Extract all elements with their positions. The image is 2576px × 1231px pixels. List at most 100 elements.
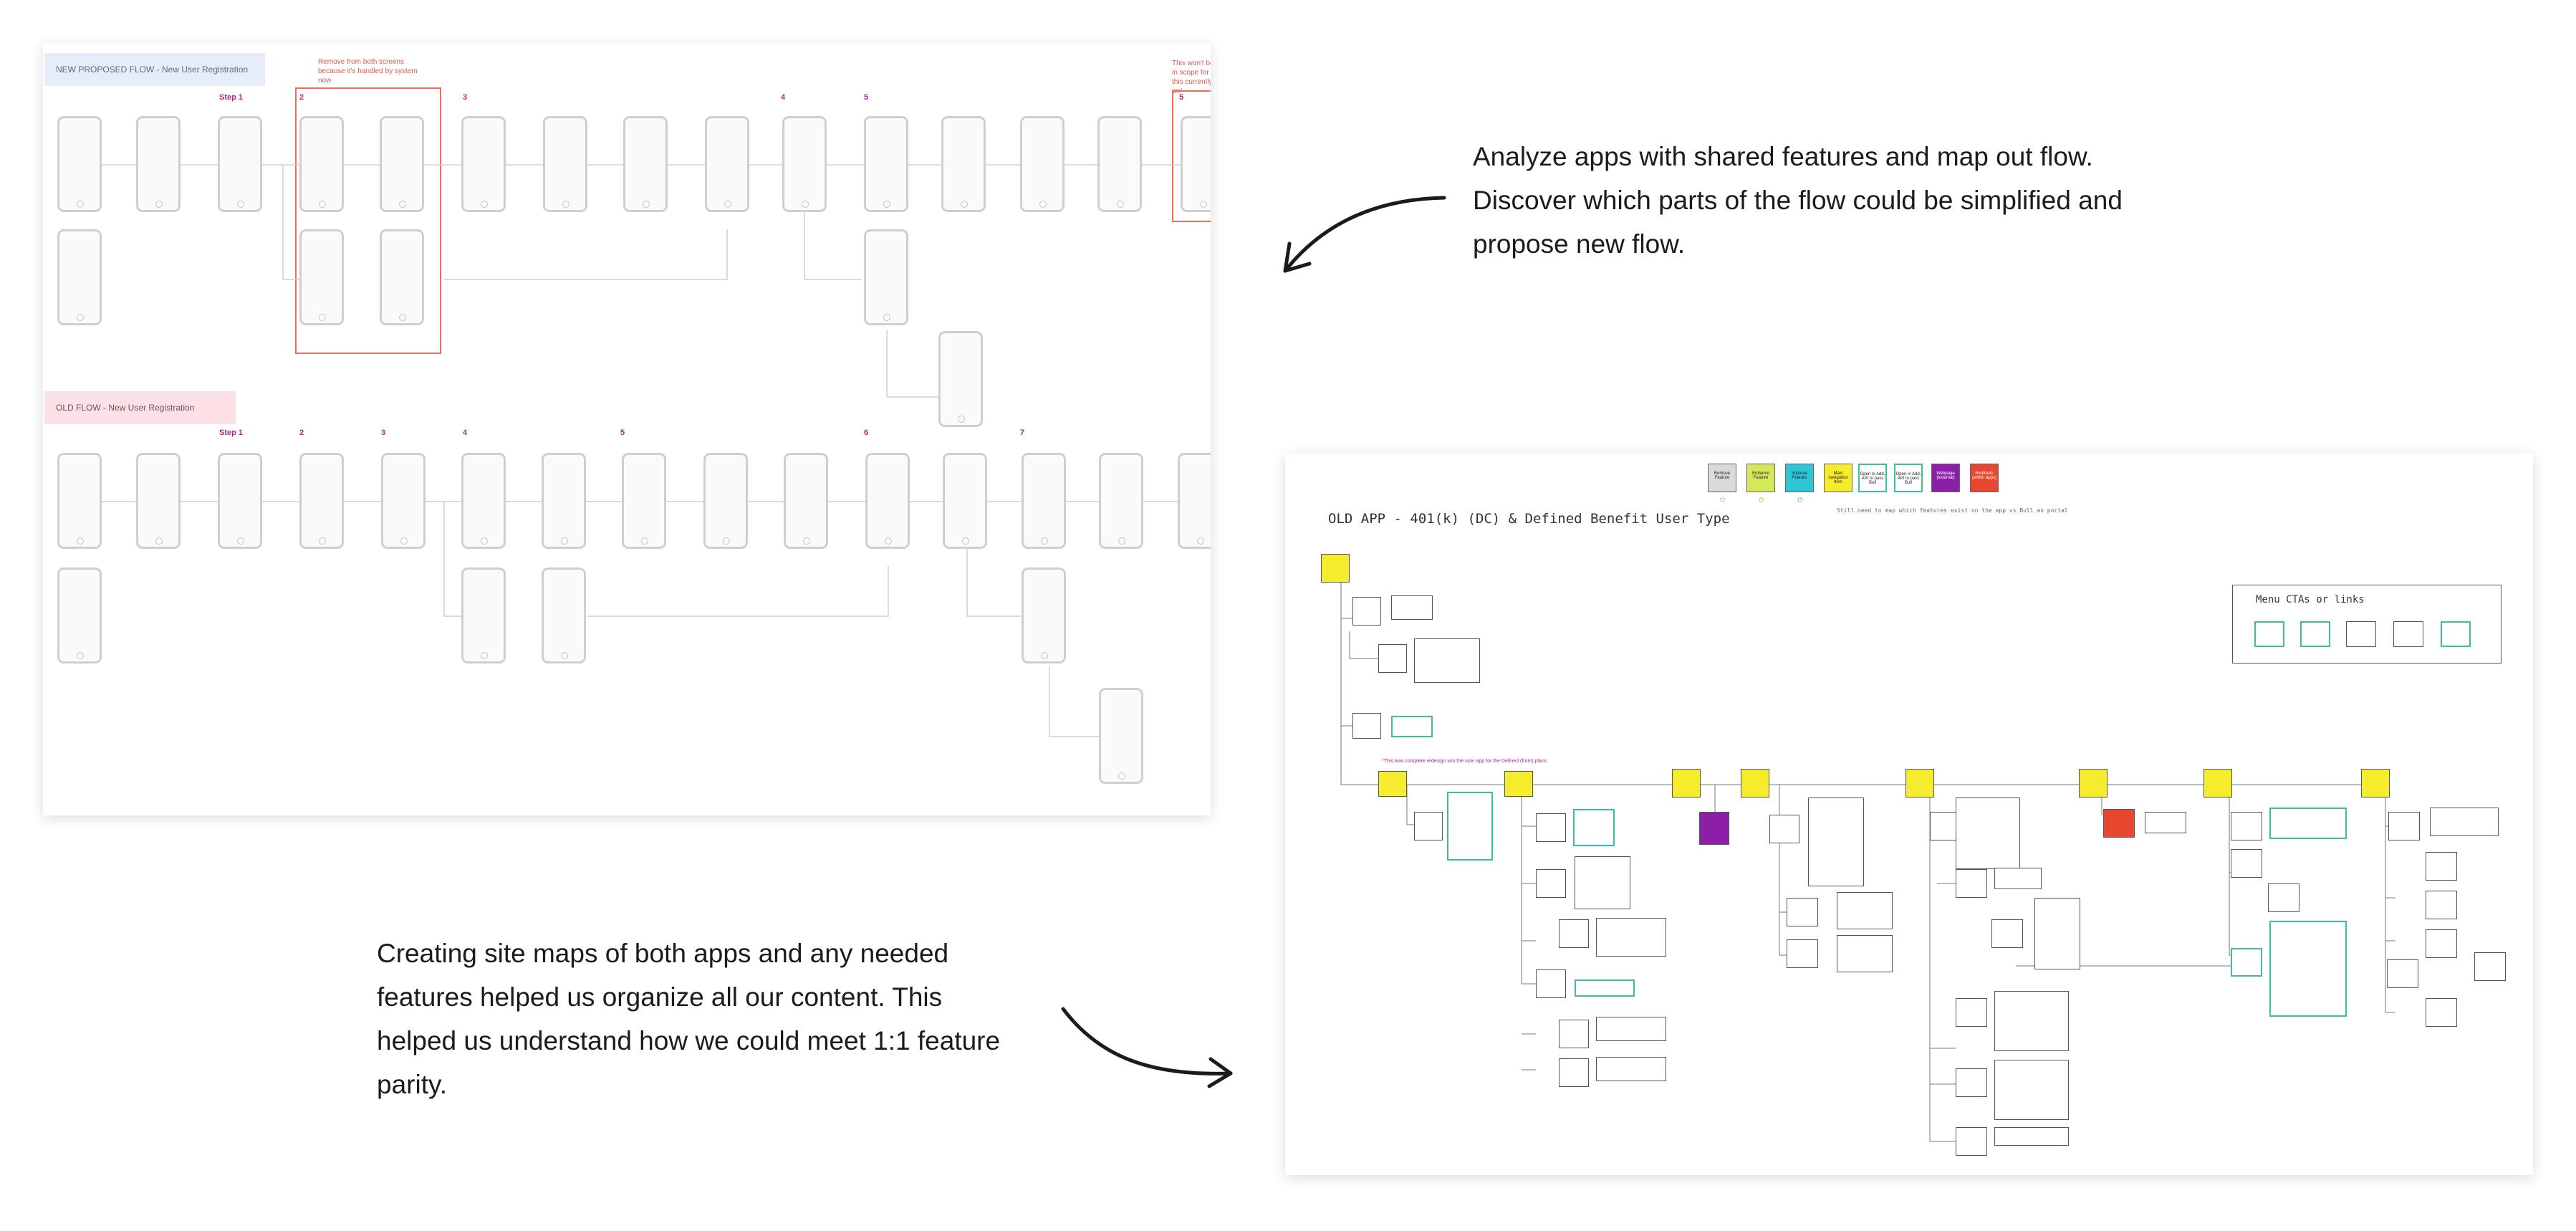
new-step-3: 3	[463, 93, 468, 102]
legend-improve: Improve Feature	[1785, 464, 1814, 492]
sitemap-node	[1352, 597, 1381, 626]
old-step-6: 6	[864, 428, 869, 437]
sitemap-redesign-note: *This was complete redesign w/o the user…	[1382, 759, 1547, 764]
screen-mockup	[1022, 453, 1066, 549]
sitemap-node	[1447, 792, 1493, 861]
sitemap-node	[2388, 812, 2420, 840]
sitemap-node	[1956, 998, 1987, 1027]
sitemap-node	[2231, 849, 2262, 878]
legend-open-api-2: Open in Add, API to pass Bull	[1894, 464, 1923, 492]
sitemap-node-redirect	[2103, 809, 2135, 838]
screen-mockup	[623, 116, 668, 212]
new-step-2: 2	[299, 93, 304, 102]
sitemap-node	[2426, 929, 2457, 958]
legend-redirects: Redirects (within apps)	[1970, 464, 1999, 492]
sitemap-panel: Remove Feature Enhance Feature Improve F…	[1285, 454, 2533, 1175]
sitemap-node	[2034, 898, 2080, 969]
screen-mockup	[1181, 116, 1211, 212]
sitemap-node	[1596, 1017, 1666, 1041]
star-icon: ✩	[1719, 496, 1726, 504]
sitemap-node	[1994, 1060, 2069, 1120]
analysis-note: Analyze apps with shared features and ma…	[1473, 142, 2123, 259]
sitemap-title: OLD APP - 401(k) (DC) & Defined Benefit …	[1328, 511, 1730, 527]
sitemap-node-main	[1321, 554, 1350, 583]
sitemap-node	[2145, 812, 2186, 833]
screen-mockup	[299, 116, 344, 212]
screen-mockup	[1020, 116, 1064, 212]
flow-diagram-panel: NEW PROPOSED FLOW - New User Registratio…	[43, 43, 1211, 815]
sitemap-node	[1559, 1020, 1589, 1048]
star-icon: ✩	[1797, 496, 1804, 504]
screen-mockup	[1097, 116, 1142, 212]
sitemap-node	[2268, 883, 2299, 912]
sitemap-node	[1391, 716, 1433, 737]
sitemap-node	[2269, 808, 2347, 839]
screen-mockup	[864, 229, 908, 325]
sitemap-node	[1787, 939, 1818, 968]
old-step-1: Step 1	[219, 428, 244, 437]
sitemap-node	[2474, 952, 2506, 981]
screen-mockup	[1178, 453, 1211, 549]
screen-mockup	[703, 453, 748, 549]
sitemap-node	[1575, 979, 1635, 997]
menu-node	[2441, 621, 2471, 647]
screen-mockup	[784, 453, 828, 549]
arrow-to-flow	[1283, 196, 1446, 273]
new-step-1: Step 1	[219, 93, 244, 102]
old-step-3: 3	[381, 428, 386, 437]
arrow-to-sitemap	[1061, 1007, 1233, 1076]
sitemap-node	[2426, 852, 2457, 881]
sitemap-node	[1787, 898, 1818, 926]
sitemap-node	[2426, 998, 2457, 1027]
menu-node	[2346, 621, 2376, 647]
sitemap-node	[2430, 808, 2499, 836]
sitemap-node	[2387, 959, 2418, 988]
sitemap-node	[1808, 797, 1864, 886]
sitemap-node	[1837, 935, 1893, 972]
screen-mockup	[622, 453, 666, 549]
sitemap-node	[1596, 918, 1666, 957]
sitemap-node	[1994, 868, 2042, 889]
star-icon: ✩	[1758, 496, 1765, 504]
screen-mockup	[938, 331, 983, 427]
screen-mockup	[57, 116, 102, 212]
sitemap-subnote: Still need to map which features exist o…	[1837, 507, 2068, 514]
screen-mockup	[1022, 567, 1066, 664]
sitemap-node	[1378, 644, 1407, 673]
sitemap-node	[1352, 713, 1381, 739]
sitemap-node	[1596, 1057, 1666, 1081]
menu-ctas-title: Menu CTAs or links	[2256, 594, 2365, 605]
sitemap-node	[1536, 869, 1566, 898]
sitemap-node-main	[1741, 769, 1769, 797]
out-of-scope-highlight	[1172, 90, 1211, 222]
sitemap-node	[1559, 919, 1589, 948]
screen-mockup	[57, 229, 102, 325]
menu-node	[2393, 621, 2423, 647]
sitemap-node	[1414, 638, 1480, 683]
sitemap-note: Creating site maps of both apps and any …	[377, 939, 1001, 1099]
sitemap-node	[1994, 1127, 2069, 1146]
screen-mockup	[1099, 453, 1143, 549]
menu-node	[2254, 621, 2284, 647]
screen-mockup	[865, 453, 910, 549]
sitemap-node	[1391, 595, 1433, 620]
sitemap-node	[1956, 1127, 1987, 1156]
sitemap-node	[1536, 969, 1566, 998]
removed-screens-highlight	[295, 87, 441, 354]
screen-mockup	[864, 116, 908, 212]
legend-webpage: Webpage (external)	[1931, 464, 1960, 492]
sitemap-node	[1956, 1068, 1987, 1097]
old-step-4: 4	[463, 428, 468, 437]
menu-node	[2300, 621, 2330, 647]
sitemap-node-main	[1504, 771, 1533, 797]
sitemap-node	[1956, 797, 2020, 869]
sitemap-node	[2231, 948, 2262, 977]
legend-remove: Remove Feature	[1708, 464, 1736, 492]
new-flow-title: NEW PROPOSED FLOW - New User Registratio…	[44, 53, 265, 86]
new-step-4: 4	[781, 93, 786, 102]
sitemap-node	[1559, 1058, 1589, 1087]
screen-mockup	[461, 453, 506, 549]
screen-mockup	[218, 453, 262, 549]
old-step-7: 7	[1020, 428, 1025, 437]
sitemap-node	[1837, 892, 1893, 929]
